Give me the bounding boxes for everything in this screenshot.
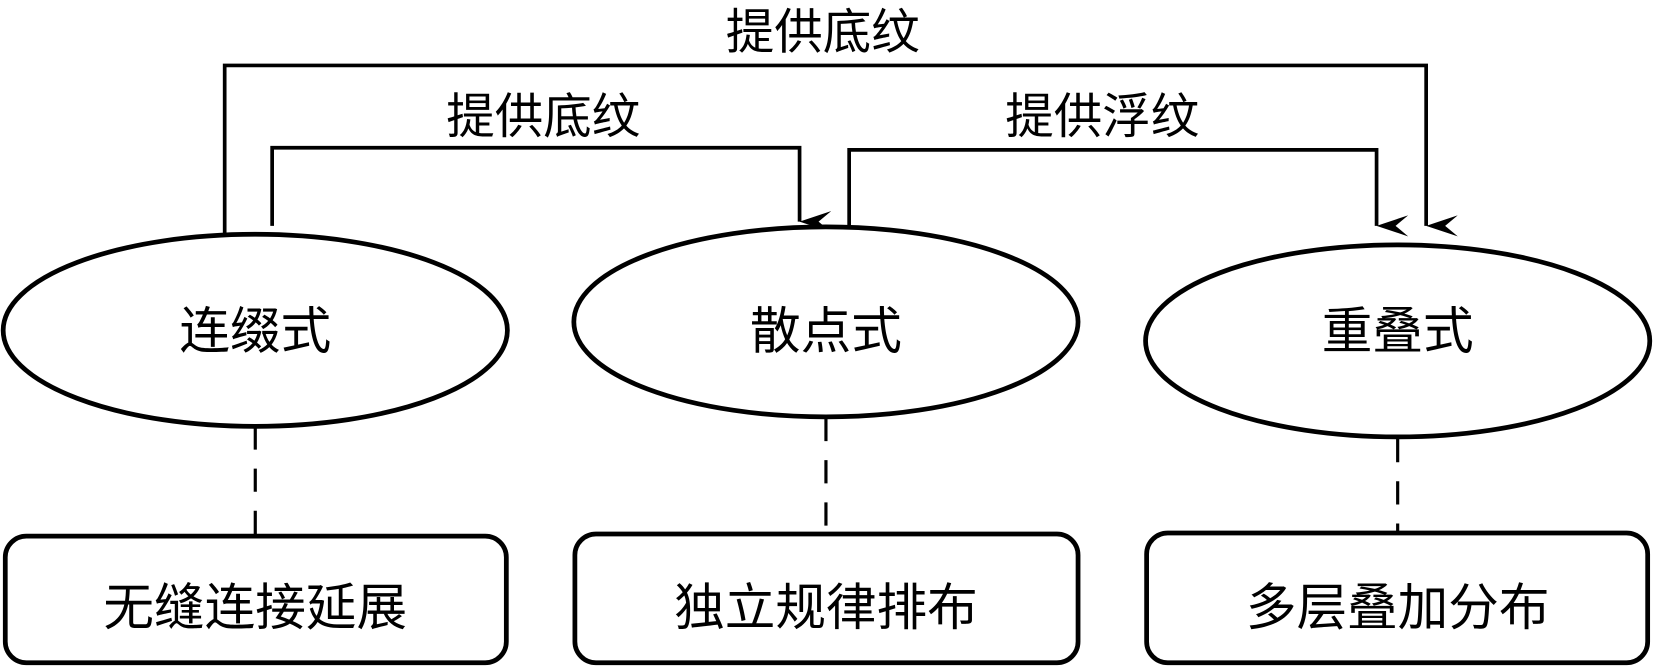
description-box-1 [2, 533, 509, 666]
description-text-1: 无缝连接延展 [103, 578, 407, 637]
description-box-3 [1144, 530, 1651, 666]
description-box-2 [572, 531, 1081, 666]
edge-left-connector [270, 145, 832, 233]
description-text-3: 多层叠加分布 [1246, 578, 1550, 637]
edge-label-right: 提供浮纹 [1005, 89, 1199, 145]
node-ellipse-3 [1143, 242, 1653, 440]
node-name-2: 散点式 [750, 301, 902, 360]
description-text-2: 独立规律排布 [674, 578, 978, 637]
edge-outer-connector [222, 63, 1458, 241]
node-name-1: 连缀式 [179, 301, 331, 360]
edge-label-outer: 提供底纹 [726, 5, 920, 61]
node-ellipse-2 [571, 224, 1081, 420]
edge-label-left: 提供底纹 [446, 89, 640, 145]
edge-right-connector [847, 148, 1409, 237]
node-name-3: 重叠式 [1322, 301, 1474, 360]
